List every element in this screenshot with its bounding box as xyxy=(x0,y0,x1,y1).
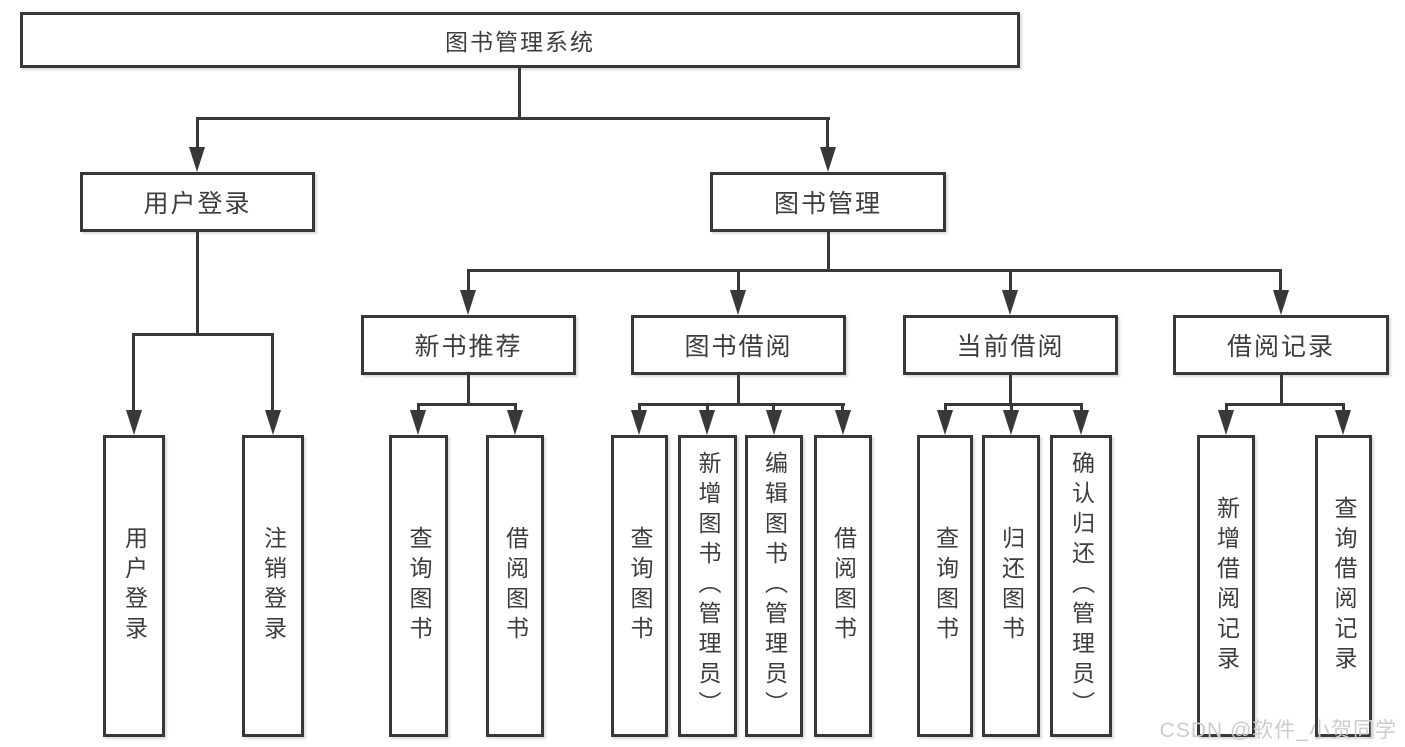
node-user-login-leaf-label: 用户登录 xyxy=(121,526,148,646)
connector-borrowing-drop-3 xyxy=(772,403,775,413)
connector-records-stem xyxy=(1280,375,1283,405)
node-add-borrow-record-label: 新增借阅记录 xyxy=(1213,496,1240,676)
node-add-books-admin-label: 新增图书（管理员） xyxy=(695,451,721,721)
node-user-login: 用户登录 xyxy=(80,172,315,232)
connector-borrowing-drop-1 xyxy=(638,403,641,413)
arrowhead-down-icon xyxy=(126,410,142,435)
arrowhead-down-icon xyxy=(265,410,281,435)
node-edit-books-admin: 编辑图书（管理员） xyxy=(745,435,803,737)
connector-current-drop-3 xyxy=(1080,403,1083,413)
node-query-borrow-record-label: 查询借阅记录 xyxy=(1331,496,1357,676)
node-confirm-return-admin-label: 确认归还（管理员） xyxy=(1068,451,1095,721)
node-user-login-leaf: 用户登录 xyxy=(103,435,165,737)
arrowhead-down-icon xyxy=(1335,410,1351,435)
arrowhead-down-icon xyxy=(699,410,715,435)
node-query-books-recommend-label: 查询图书 xyxy=(406,526,432,646)
node-query-borrow-record: 查询借阅记录 xyxy=(1315,435,1372,737)
node-confirm-return-admin: 确认归还（管理员） xyxy=(1050,435,1112,737)
node-query-books-current-label: 查询图书 xyxy=(932,526,959,646)
arrowhead-down-icon xyxy=(1273,290,1289,315)
node-book-borrowing: 图书借阅 xyxy=(631,315,846,375)
connector-borrowing-bar xyxy=(638,403,845,406)
node-borrowing-records: 借阅记录 xyxy=(1173,315,1389,375)
connector-root-drop-left xyxy=(196,117,199,149)
connector-current-drop-1 xyxy=(944,403,947,413)
connector-bookmgmt-bar xyxy=(467,269,1282,272)
connector-current-bar xyxy=(944,403,1083,406)
connector-borrowing-drop-2 xyxy=(706,403,709,413)
node-borrow-books-recommend-label: 借阅图书 xyxy=(502,526,529,646)
connector-bookmgmt-drop-4 xyxy=(1279,269,1282,292)
node-library-system: 图书管理系统 xyxy=(20,12,1020,68)
connector-recommend-drop-1 xyxy=(417,403,420,413)
arrowhead-down-icon xyxy=(766,410,782,435)
arrowhead-down-icon xyxy=(1003,410,1019,435)
node-borrow-books-borrowing: 借阅图书 xyxy=(814,435,872,737)
connector-userlogin-bar xyxy=(132,333,274,336)
connector-records-drop-1 xyxy=(1225,403,1228,413)
connector-userlogin-drop-1 xyxy=(132,333,135,412)
arrowhead-down-icon xyxy=(937,410,953,435)
arrowhead-down-icon xyxy=(1218,410,1234,435)
arrowhead-down-icon xyxy=(1002,290,1018,315)
connector-current-drop-2 xyxy=(1010,403,1013,413)
arrowhead-down-icon xyxy=(410,410,426,435)
arrowhead-down-icon xyxy=(835,410,851,435)
connector-userlogin-stem xyxy=(196,232,199,335)
connector-bookmgmt-drop-2 xyxy=(737,269,740,292)
connector-borrowing-stem xyxy=(737,375,740,405)
connector-recommend-bar xyxy=(417,403,517,406)
node-borrow-books-recommend: 借阅图书 xyxy=(486,435,544,737)
connector-userlogin-drop-2 xyxy=(271,333,274,412)
node-current-borrowing: 当前借阅 xyxy=(903,315,1118,375)
node-return-books-label: 归还图书 xyxy=(998,526,1025,646)
connector-bookmgmt-stem xyxy=(827,232,830,271)
connector-bookmgmt-drop-3 xyxy=(1009,269,1012,292)
arrowhead-down-icon xyxy=(820,147,836,172)
connector-root-bar xyxy=(196,117,830,120)
node-add-borrow-record: 新增借阅记录 xyxy=(1197,435,1255,737)
node-book-management: 图书管理 xyxy=(710,172,946,232)
arrowhead-down-icon xyxy=(189,147,205,172)
node-borrow-books-borrowing-label: 借阅图书 xyxy=(830,526,857,646)
connector-records-drop-2 xyxy=(1342,403,1345,413)
node-query-books-recommend: 查询图书 xyxy=(389,435,448,737)
connector-recommend-drop-2 xyxy=(514,403,517,413)
node-new-book-recommend: 新书推荐 xyxy=(361,315,576,375)
node-add-books-admin: 新增图书（管理员） xyxy=(678,435,737,737)
node-query-books-borrowing-label: 查询图书 xyxy=(627,526,653,646)
node-query-books-borrowing: 查询图书 xyxy=(611,435,668,737)
arrowhead-down-icon xyxy=(1073,410,1089,435)
arrowhead-down-icon xyxy=(460,290,476,315)
node-return-books: 归还图书 xyxy=(982,435,1040,737)
connector-current-stem xyxy=(1009,375,1012,405)
node-edit-books-admin-label: 编辑图书（管理员） xyxy=(761,451,788,721)
arrowhead-down-icon xyxy=(631,410,647,435)
node-query-books-current: 查询图书 xyxy=(917,435,973,737)
connector-bookmgmt-drop-1 xyxy=(467,269,470,292)
node-logout-label: 注销登录 xyxy=(260,526,287,646)
csdn-watermark: CSDN @软件_小贺同学 xyxy=(1159,719,1397,742)
connector-records-bar xyxy=(1225,403,1345,406)
arrowhead-down-icon xyxy=(507,410,523,435)
connector-root-drop-right xyxy=(826,117,829,149)
connector-root-stem xyxy=(518,68,521,119)
node-logout: 注销登录 xyxy=(242,435,304,737)
arrowhead-down-icon xyxy=(730,290,746,315)
connector-recommend-stem xyxy=(467,375,470,405)
connector-borrowing-drop-4 xyxy=(841,403,844,413)
